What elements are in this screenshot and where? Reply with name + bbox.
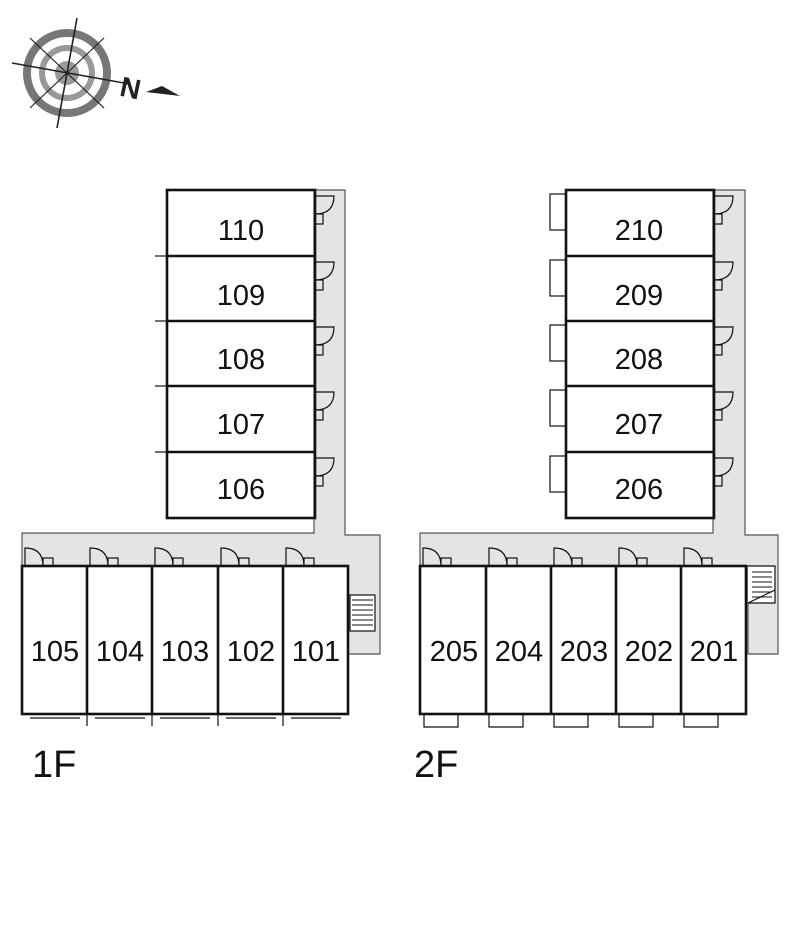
balcony-icons-2f-vertical — [549, 193, 567, 493]
unit-208: 208 — [615, 344, 663, 376]
floor-label-1f: 1F — [32, 744, 76, 786]
stairs-1f — [349, 594, 376, 632]
unit-109: 109 — [217, 280, 265, 312]
unit-103: 103 — [161, 636, 209, 668]
unit-108: 108 — [217, 344, 265, 376]
unit-206: 206 — [615, 474, 663, 506]
unit-104: 104 — [96, 636, 144, 668]
unit-210: 210 — [615, 215, 663, 247]
unit-105: 105 — [31, 636, 79, 668]
unit-107: 107 — [217, 409, 265, 441]
unit-202: 202 — [625, 636, 673, 668]
door-icons-1f-row — [24, 547, 315, 567]
unit-110: 110 — [218, 215, 264, 247]
door-icons-1f-vertical — [314, 195, 335, 487]
unit-201: 201 — [690, 636, 738, 668]
unit-101: 101 — [292, 636, 340, 668]
unit-106: 106 — [217, 474, 265, 506]
balcony-icons-2f-row — [423, 714, 719, 728]
stairs-2f — [747, 565, 776, 604]
door-icons-2f-vertical — [713, 195, 734, 487]
compass-rose-icon — [11, 17, 180, 129]
corridor-1f — [21, 189, 381, 655]
unit-row-2f — [418, 564, 748, 716]
unit-102: 102 — [227, 636, 275, 668]
unit-204: 204 — [495, 636, 543, 668]
floor-label-2f: 2F — [414, 744, 458, 786]
compass-north-letter: N — [117, 71, 143, 106]
corridor-2f — [419, 189, 779, 655]
floor-1f: 110 109 108 107 106 105 104 103 102 101 … — [20, 188, 381, 786]
unit-207: 207 — [615, 409, 663, 441]
door-icons-2f-row — [422, 547, 713, 567]
floor-2f: 210 209 208 207 206 205 204 203 202 201 … — [414, 188, 779, 786]
unit-209: 209 — [615, 280, 663, 312]
unit-205: 205 — [430, 636, 478, 668]
unit-row-1f — [20, 564, 350, 716]
unit-203: 203 — [560, 636, 608, 668]
